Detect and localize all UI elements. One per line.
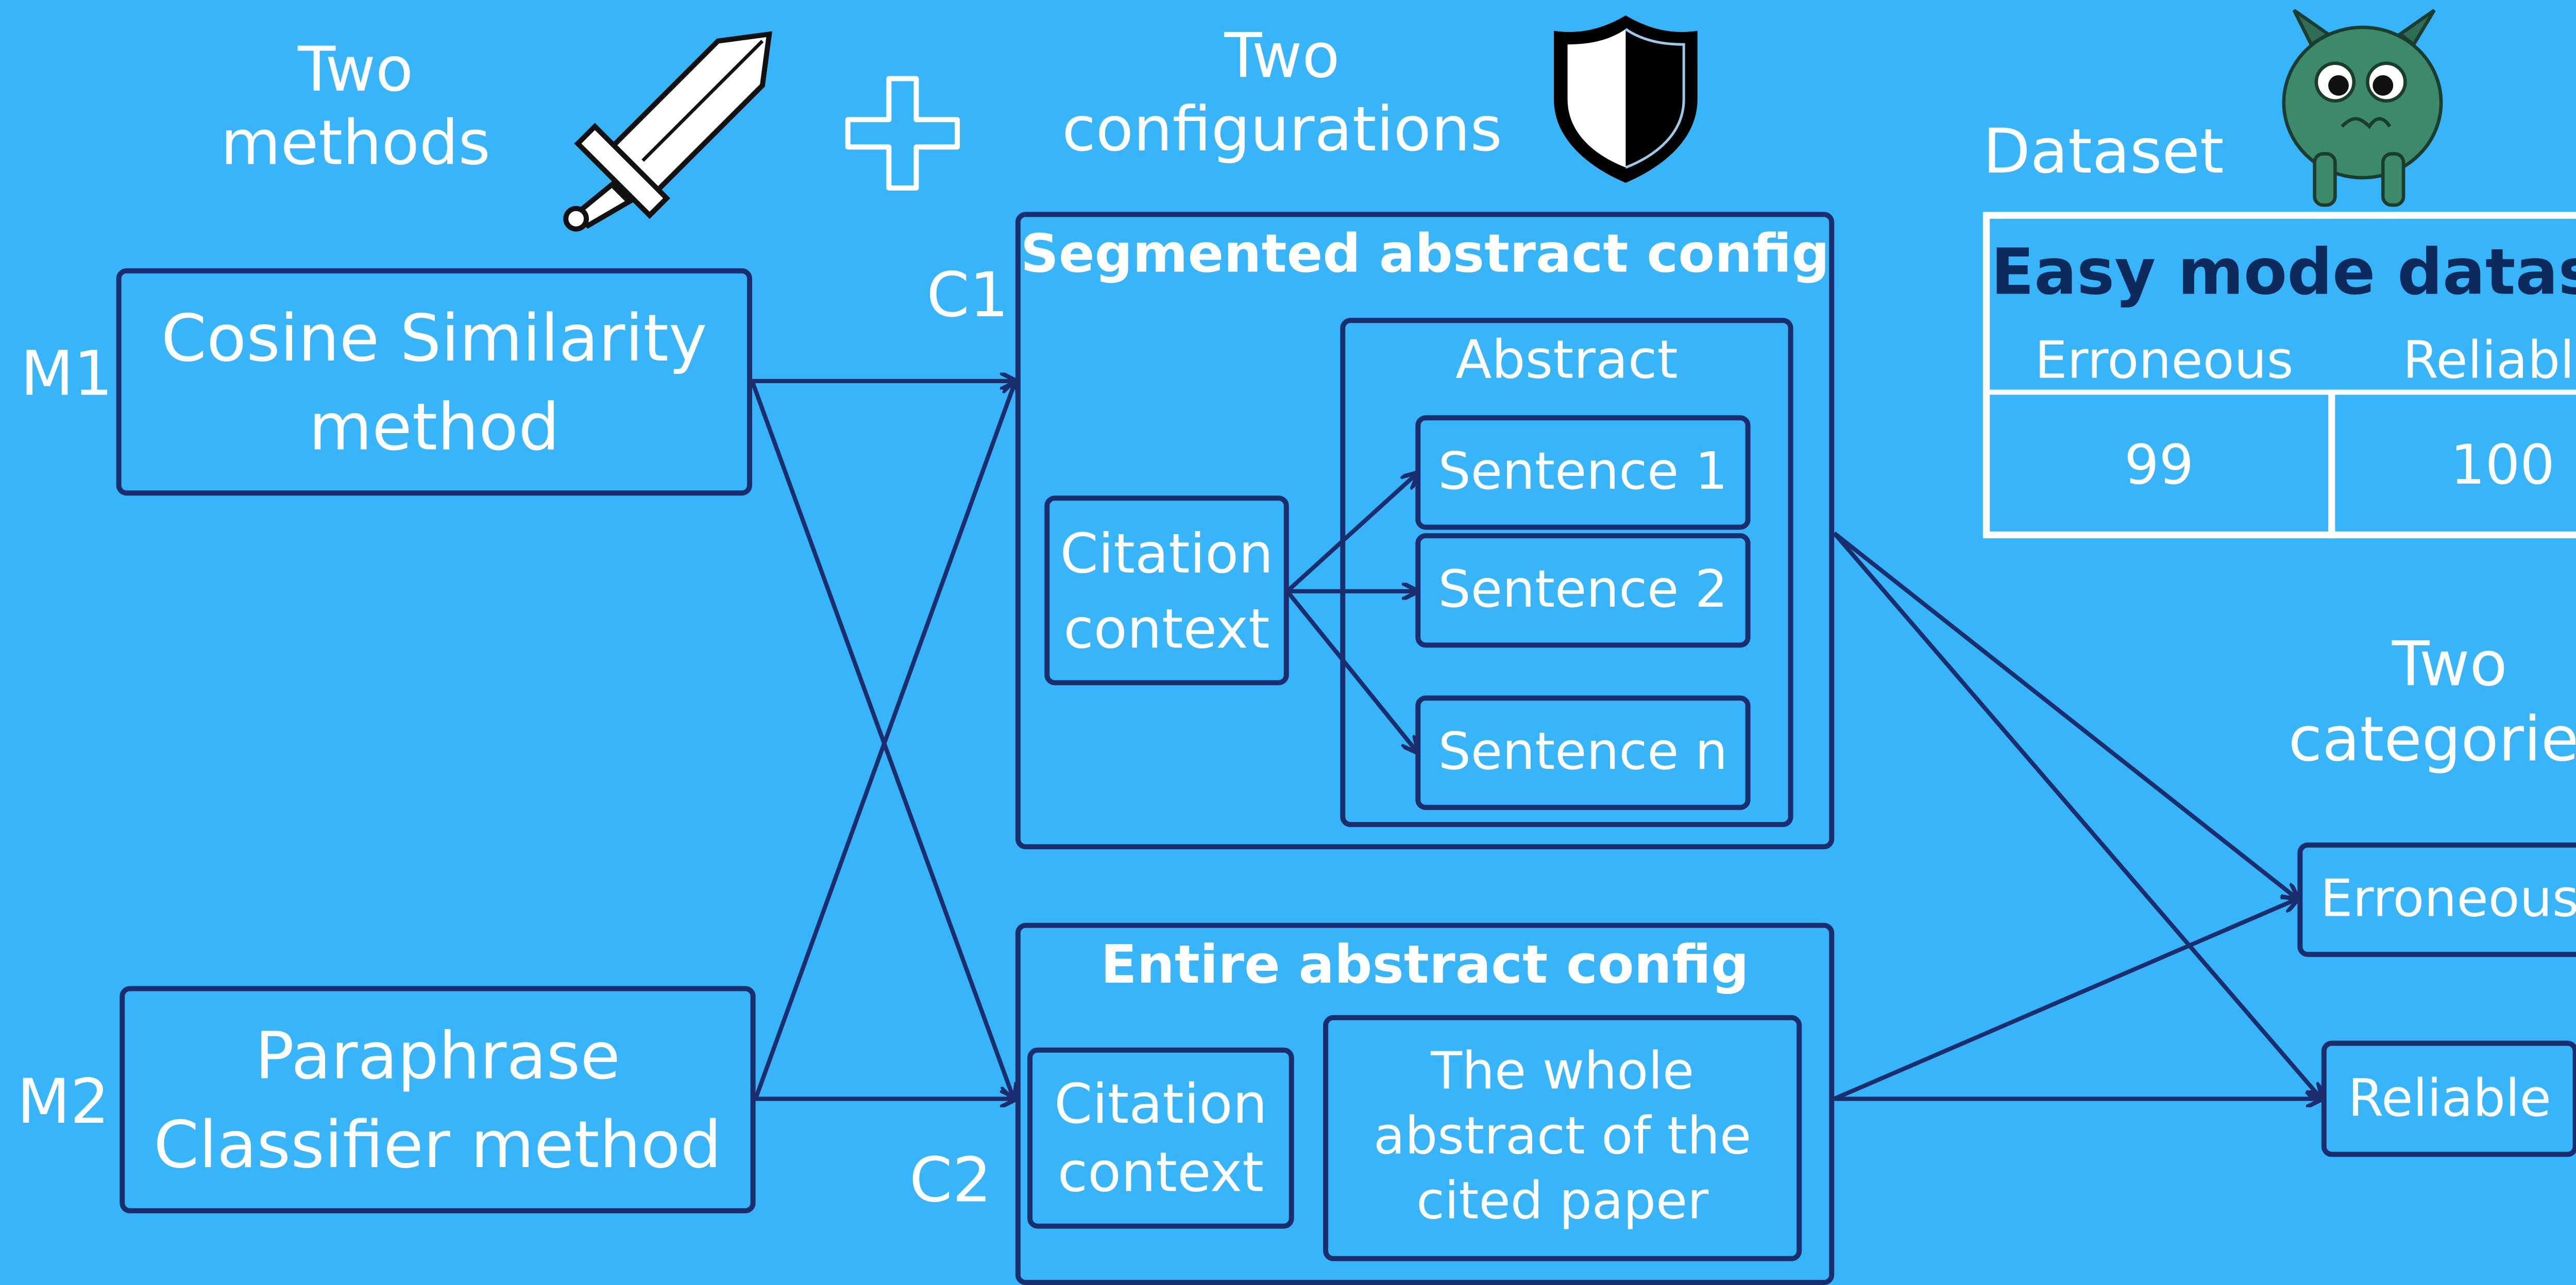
plus-icon xyxy=(845,76,960,191)
dataset-value-reliable: 100 xyxy=(2450,432,2555,498)
whole-abstract-line-3: cited paper xyxy=(1416,1172,1709,1232)
category-erroneous-label: Erroneous xyxy=(2320,869,2576,930)
whole-abstract-line-2: abstract of the xyxy=(1373,1107,1752,1168)
sentence-box-1: Sentence 1 xyxy=(1415,415,1751,530)
two-categories-line-2: categories xyxy=(2288,706,2576,776)
two-categories-heading: Two categories xyxy=(2284,629,2576,779)
two-configurations-line-1: Two xyxy=(1224,22,1340,93)
citation-context-box-c1: Citation context xyxy=(1044,495,1289,686)
sentence-n-label: Sentence n xyxy=(1438,723,1728,783)
sentence-box-n: Sentence n xyxy=(1415,695,1751,810)
citation-c1-line-2: context xyxy=(1063,595,1270,661)
arrow-c2-to-erroneous xyxy=(1833,899,2297,1101)
sword-icon xyxy=(563,31,772,232)
citation-c2-line-2: context xyxy=(1057,1140,1264,1205)
method-m2-line-2: Classifier method xyxy=(154,1106,722,1182)
two-methods-line-1: Two xyxy=(298,36,414,106)
dataset-table-divider xyxy=(1990,389,2576,395)
config-c1-title: Segmented abstract config xyxy=(1020,224,1830,286)
citation-c1-line-1: Citation xyxy=(1060,520,1274,586)
category-reliable-label: Reliable xyxy=(2348,1069,2551,1129)
arrow-m1-to-c2 xyxy=(750,380,1014,1099)
config-c2-title: Entire abstract config xyxy=(1100,934,1749,997)
abstract-box: Abstract xyxy=(1340,318,1793,827)
config-tag-c1: C1 xyxy=(926,261,1009,332)
method-box-paraphrase-classifier: Paraphrase Classifier method xyxy=(120,986,756,1213)
dataset-header-reliable: Reliable xyxy=(2402,331,2576,391)
two-methods-line-2: methods xyxy=(221,109,490,180)
shield-icon xyxy=(1554,15,1698,183)
dataset-table: Easy mode dataset Erroneous Reliable 99 … xyxy=(1982,212,2576,539)
method-m1-line-2: method xyxy=(309,388,560,464)
dataset-header-erroneous: Erroneous xyxy=(2035,331,2294,391)
category-box-erroneous: Erroneous xyxy=(2297,842,2576,957)
method-m1-line-1: Cosine Similarity xyxy=(161,300,707,375)
two-configurations-heading: Two configurations xyxy=(1032,21,1532,167)
config-box-segmented: Segmented abstract config xyxy=(1015,212,1835,850)
dataset-table-column-divider xyxy=(2328,389,2335,539)
method-m2-line-1: Paraphrase xyxy=(255,1017,620,1093)
whole-abstract-box: The whole abstract of the cited paper xyxy=(1323,1015,1802,1261)
dataset-table-title: Easy mode dataset xyxy=(1991,235,2576,310)
two-categories-line-1: Two xyxy=(2392,630,2507,701)
arrow-citation-to-sentence-n xyxy=(1285,590,1417,752)
sentence-1-label: Sentence 1 xyxy=(1438,442,1728,503)
arrow-m2-to-c1 xyxy=(753,381,1015,1100)
arrow-citation-to-sentence-1 xyxy=(1285,473,1417,593)
sentence-2-label: Sentence 2 xyxy=(1438,560,1728,621)
arrow-c1-to-erroneous xyxy=(1833,531,2297,899)
method-tag-m1: M1 xyxy=(20,340,113,410)
whole-abstract-line-1: The whole xyxy=(1431,1042,1694,1103)
abstract-title: Abstract xyxy=(1455,330,1678,391)
monster-mascot-icon xyxy=(2282,9,2443,207)
category-box-reliable: Reliable xyxy=(2321,1040,2576,1157)
dataset-value-erroneous: 99 xyxy=(2124,432,2194,498)
citation-c2-line-1: Citation xyxy=(1054,1071,1267,1137)
dataset-heading: Dataset xyxy=(1982,117,2224,188)
arrow-c1-to-reliable xyxy=(1833,532,2321,1099)
config-tag-c2: C2 xyxy=(909,1146,992,1217)
two-configurations-line-2: configurations xyxy=(1062,95,1502,166)
method-tag-m2: M2 xyxy=(17,1068,110,1138)
two-methods-heading: Two methods xyxy=(205,34,506,181)
citation-context-box-c2: Citation context xyxy=(1027,1047,1294,1229)
method-box-cosine-similarity: Cosine Similarity method xyxy=(116,268,752,496)
sentence-box-2: Sentence 2 xyxy=(1415,533,1751,648)
